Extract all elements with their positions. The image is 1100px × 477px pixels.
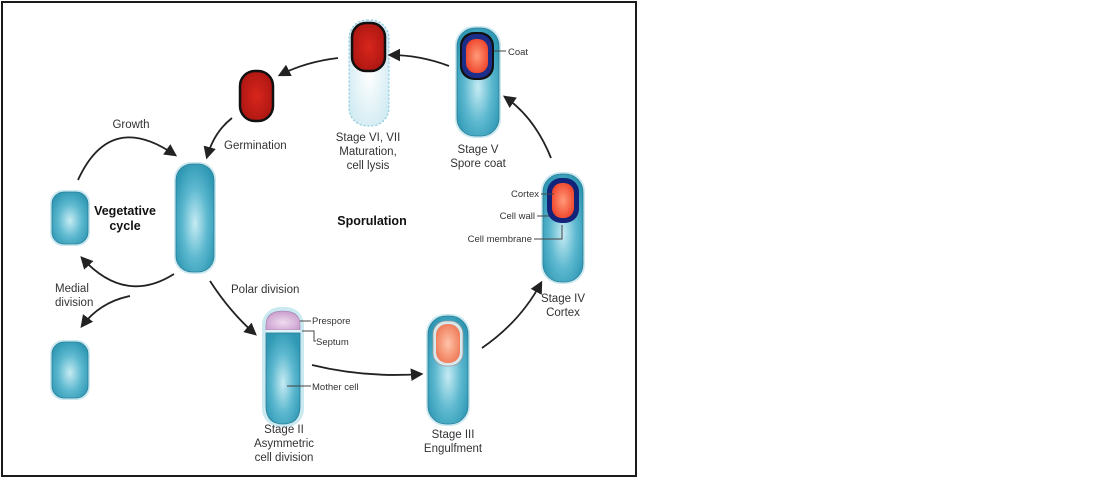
vegetative-cycle-label-line1: Vegetative — [94, 204, 156, 218]
medial-division-arrow-down — [80, 295, 131, 329]
cell-membrane-leader — [534, 225, 563, 240]
stage2-to-stage3-arrow — [311, 364, 424, 382]
stage5-to-stage67-arrow — [387, 48, 450, 67]
stage-2-desc-line2: cell division — [255, 452, 314, 464]
stage-3-desc: Engulfment — [424, 443, 483, 455]
germination-arrow — [203, 117, 233, 160]
medial-division-label-line1: Medial — [55, 283, 89, 295]
polar-division-arrow — [209, 280, 257, 336]
stage-2-desc-line1: Asymmetric — [254, 438, 314, 450]
septum-leader — [302, 330, 316, 342]
stage-5-title: Stage V — [458, 144, 499, 156]
lysis-to-spore-arrow — [277, 57, 339, 77]
stage-3-title: Stage III — [432, 429, 475, 441]
growth-arrow — [77, 136, 178, 181]
cortex-label: Cortex — [511, 189, 539, 200]
stage-2-title: Stage II — [264, 424, 304, 436]
medial-division-arrow-up — [80, 256, 175, 288]
stage-5-desc: Spore coat — [450, 158, 506, 170]
septum-label: Septum — [316, 337, 349, 348]
mother-cell-label: Mother cell — [312, 382, 358, 393]
germination-label: Germination — [224, 140, 287, 152]
sporulation-label: Sporulation — [337, 214, 406, 228]
stage-6-7-title: Stage VI, VII — [336, 132, 401, 144]
stage-4-desc: Cortex — [546, 307, 580, 319]
vegetative-cell-small-top — [50, 190, 90, 246]
stage-6-7-cell — [348, 19, 390, 127]
stage-2-cell — [262, 307, 304, 427]
stage4-to-stage5-arrow — [502, 95, 552, 159]
stage-4-title: Stage IV — [541, 293, 585, 305]
growth-label: Growth — [112, 119, 149, 131]
stage-6-7-desc-line1: Maturation, — [339, 146, 397, 158]
stage-5-cell — [455, 26, 501, 138]
vegetative-cell-large — [174, 162, 216, 274]
medial-division-label-line2: division — [55, 297, 93, 309]
vegetative-cycle-label-line2: cycle — [109, 219, 140, 233]
prespore-label: Prespore — [312, 316, 351, 327]
stage-3-cell — [426, 314, 470, 426]
cell-membrane-label: Cell membrane — [468, 234, 532, 245]
coat-label: Coat — [508, 47, 528, 58]
stage3-to-stage4-arrow — [481, 280, 543, 349]
germinating-spore — [238, 69, 275, 123]
polar-division-label: Polar division — [231, 284, 299, 296]
stage-6-7-desc-line2: cell lysis — [347, 160, 390, 172]
vegetative-cell-small-bottom — [50, 340, 90, 400]
cell-wall-label: Cell wall — [500, 211, 535, 222]
diagram-frame — [1, 1, 637, 477]
stage-4-cell — [541, 172, 585, 284]
